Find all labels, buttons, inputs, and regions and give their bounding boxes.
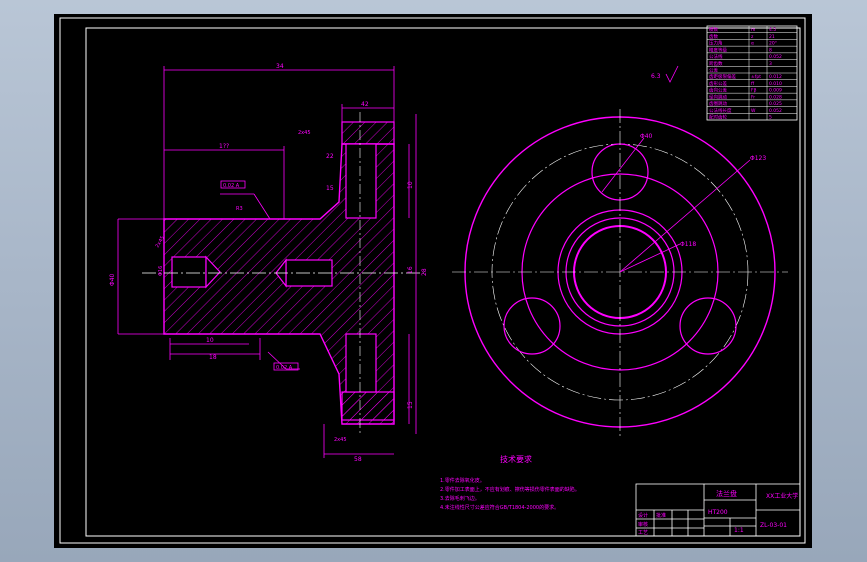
param-cell: 径向跳动 [709, 93, 727, 100]
flange-slot-bottom [341, 391, 395, 421]
param-cell: 齿距极限偏差 [709, 73, 736, 80]
dim-chamfer-top: 2x45 [298, 130, 311, 136]
dim-d16: 16 [407, 266, 414, 274]
tolerance-frame-bottom [273, 362, 299, 371]
param-cell: 精度等级 [709, 46, 727, 53]
section-view[interactable]: 34 1?? 42 2x45 22 15 10 28 16 15 R3 Φ40 … [109, 63, 428, 463]
roughness-icon [665, 65, 679, 83]
tech-note-2: 2.零件加工表面上，不应有划痕、擦伤等损伤零件表面的缺陷。 [440, 486, 580, 493]
parameter-table[interactable]: 模数 m 4.5 齿数 z 21 压力角 α 20° 精度等级 8 公法线 0.052 跨齿数 3 公差齿距极… [706, 25, 798, 121]
hole-leader [601, 137, 645, 193]
title-scale: 1:1 [734, 527, 744, 534]
drawing-canvas[interactable]: 34 1?? 42 2x45 22 15 10 28 16 15 R3 Φ40 … [54, 14, 812, 548]
param-table-rows: 模数 m 4.5 齿数 z 21 压力角 α 20° 精度等级 8 公法线 0.052 跨齿数 3 公差齿距极… [707, 26, 797, 121]
param-cell: 齿向公差 [709, 87, 727, 94]
param-cell: 0.052 [769, 108, 782, 114]
param-cell: ±fpt [751, 74, 761, 80]
dim-b18: 18 [209, 354, 217, 361]
param-cell: Fr [751, 94, 755, 100]
bolt-hole-right [679, 297, 737, 355]
tolerance-frame-top [220, 180, 246, 189]
cad-viewport[interactable]: 34 1?? 42 2x45 22 15 10 28 16 15 R3 Φ40 … [54, 14, 812, 548]
tech-note-1: 1.零件去除氧化皮。 [440, 477, 485, 484]
dim-d22: 22 [326, 153, 334, 160]
param-cell: α [751, 42, 754, 47]
param-cell: 0.012 [769, 74, 782, 80]
dim-overall-len: 34 [276, 63, 284, 70]
title-school: XX工业大学 [766, 492, 798, 500]
tolerance-frame-top-text: 0.02 A [223, 183, 240, 189]
dim-flange-w: 42 [361, 101, 369, 108]
inner-frame [85, 27, 801, 537]
param-cell: 5 [769, 115, 772, 121]
dim-chamfer-bot: 2x45 [334, 437, 347, 443]
param-cell: m [751, 28, 755, 33]
dim-r3: R3 [236, 206, 243, 212]
dim-d15b: 15 [407, 401, 414, 409]
param-cell: 公法线 [709, 53, 723, 60]
dim-hole-d: Φ16 [158, 266, 164, 276]
param-cell: 0.009 [769, 88, 782, 94]
tech-note-3: 3.去除毛刺飞边。 [440, 495, 480, 502]
param-cell: 齿形公差 [709, 80, 727, 87]
title-material: HT200 [708, 509, 728, 516]
param-cell: 模数 [709, 26, 718, 33]
param-cell: 0.025 [769, 101, 782, 107]
title-block[interactable] [635, 483, 801, 537]
left-drill-hole [171, 256, 207, 288]
param-cell: 3 [769, 61, 772, 67]
param-cell: 压力角 [709, 40, 723, 47]
plan-pcd: Φ123 [750, 155, 766, 162]
param-cell: 齿数 [709, 33, 718, 40]
param-cell: W [751, 108, 756, 114]
tech-title: 技术要求 [500, 454, 532, 464]
title-drawing-no: ZL-03-01 [760, 522, 787, 529]
param-cell: Fβ [751, 88, 757, 94]
tolerance-frame-bottom-text: 0.02 A [276, 365, 293, 371]
dim-d28: 28 [421, 268, 428, 276]
plan-view[interactable] [452, 109, 788, 436]
left-drill-tip [205, 255, 221, 289]
dim-b10: 10 [206, 337, 214, 344]
title-label-3: 工艺 [638, 530, 648, 536]
param-cell: 配对齿轮 [709, 114, 727, 121]
dim-d10: 10 [407, 181, 414, 189]
title-label-2: 审核 [638, 521, 648, 528]
title-part-name: 法兰盘 [716, 489, 737, 498]
param-cell: 4.5 [769, 27, 776, 33]
param-cell: 公法线长度 [709, 107, 732, 114]
param-cell: 齿圈跳动 [709, 100, 727, 107]
param-cell: z [751, 35, 754, 40]
param-cell: 20° [769, 41, 777, 47]
flange-bore-top [345, 143, 377, 219]
param-cell: 21 [769, 34, 775, 40]
dim-chamfer-side: 2x45 [155, 235, 166, 249]
dim-shaft-d: Φ40 [109, 273, 116, 286]
plan-hole-d: Φ40 [640, 133, 653, 140]
dim-hub-len: 1?? [219, 143, 229, 150]
tech-note-4: 4.未注线性尺寸公差应符合GB/T1804-2000的要求。 [440, 504, 559, 511]
param-cell: 0.028 [769, 94, 782, 100]
title-label-4: 批准 [656, 512, 666, 519]
param-cell: 0.010 [769, 81, 782, 87]
flange-slot-top [341, 121, 395, 145]
param-cell: 公差 [709, 67, 718, 74]
dim-d58: 58 [354, 456, 362, 463]
param-cell: 0.052 [769, 54, 782, 60]
param-cell: 8 [769, 47, 772, 53]
pcd-leader [619, 159, 751, 273]
hub-section [163, 143, 395, 425]
flange-bore-bottom [345, 333, 377, 393]
plan-bolt-circle: Φ118 [680, 241, 696, 248]
bolt-hole-left [503, 297, 561, 355]
dimension-lines [117, 66, 417, 458]
roughness-symbol: 6.3 [651, 73, 661, 80]
bore-leader [619, 243, 681, 273]
param-cell: ff [751, 81, 755, 87]
dim-d15: 15 [326, 185, 334, 192]
param-cell: 跨齿数 [709, 60, 723, 67]
outer-frame [59, 17, 806, 544]
technical-requirements: 技术要求 1.零件去除氧化皮。 2.零件加工表面上，不应有划痕、擦伤等损伤零件表… [440, 454, 580, 511]
title-label-1: 设计 [638, 512, 648, 519]
